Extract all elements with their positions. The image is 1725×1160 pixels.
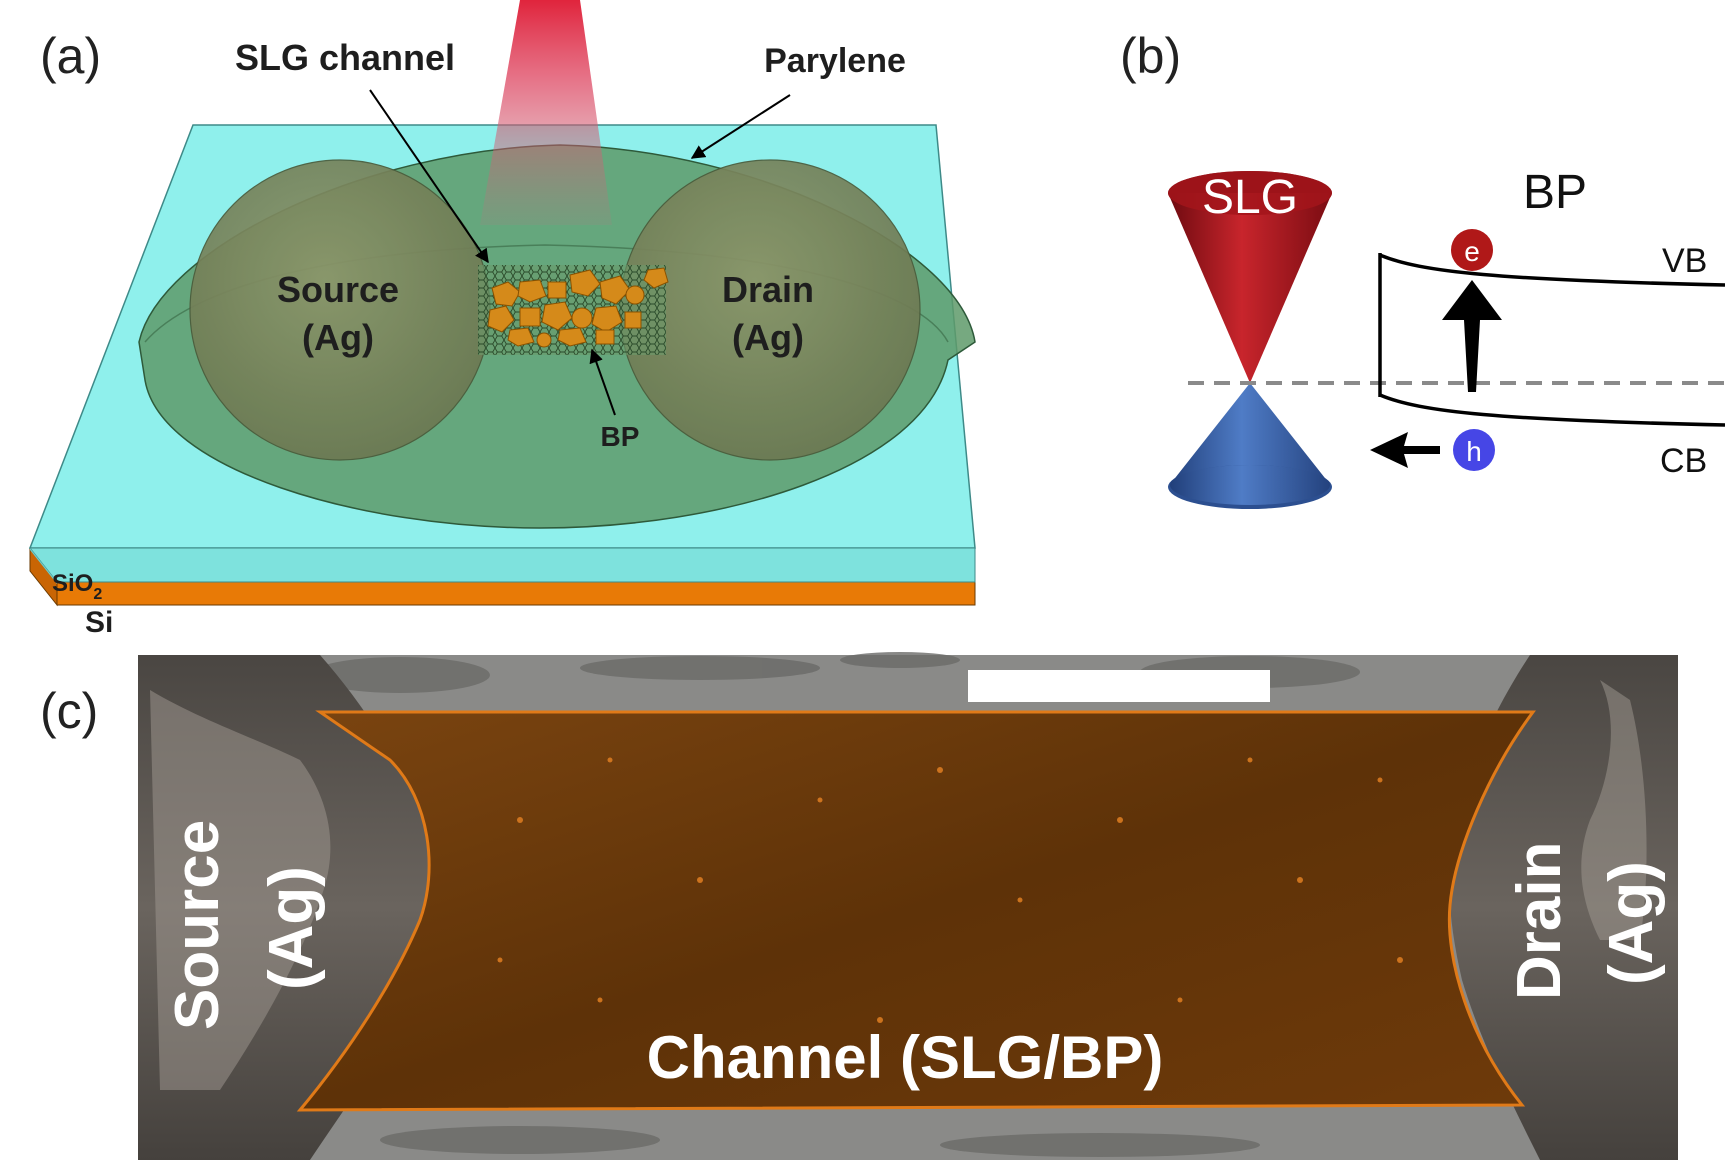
sio2-label: SiO2 — [52, 570, 102, 603]
source-label-line1: Source — [277, 269, 399, 310]
drain-electrode — [1449, 655, 1678, 1160]
laser-beam — [480, 0, 612, 225]
slg-channel-label: SLG channel — [235, 37, 455, 78]
electron-circle — [1451, 229, 1493, 271]
channel-particles — [497, 757, 1403, 1023]
lower-cone — [1168, 383, 1332, 487]
sem-source-label-line1: Source — [163, 820, 232, 1030]
panel-c-letter: (c) — [40, 683, 98, 739]
bp-band-label: BP — [1523, 166, 1587, 219]
lower-cone-highlight — [1170, 465, 1330, 505]
si-front-face — [56, 581, 976, 606]
panel-b-letter: (b) — [1120, 28, 1181, 84]
cb-label: CB — [1660, 442, 1707, 480]
valence-band-edge — [1379, 253, 1725, 287]
channel-region — [296, 710, 1536, 1112]
sem-drain-label-line2: (Ag) — [1597, 861, 1666, 985]
vb-label: VB — [1662, 242, 1707, 280]
panel-a-letter: (a) — [40, 28, 101, 84]
parylene-arrow — [690, 94, 791, 159]
slg-channel-arrow — [369, 89, 489, 264]
sio2-left-edge — [30, 548, 57, 584]
sem-drain-label-line1: Drain — [1505, 842, 1574, 1000]
panel-a: (a) — [28, 0, 976, 639]
drain-electrode-bright — [1581, 680, 1647, 940]
si-label: Si — [85, 606, 113, 639]
sem-channel-label: Channel (SLG/BP) — [647, 1024, 1164, 1091]
slg-label: SLG — [1202, 171, 1298, 224]
bp-flakes — [487, 267, 669, 348]
parylene-label: Parylene — [764, 42, 906, 80]
scale-bar — [968, 670, 1270, 702]
source-contact — [189, 159, 491, 461]
upper-cone — [1168, 193, 1332, 383]
hole-circle — [1453, 429, 1495, 471]
sem-source-label-line2: (Ag) — [257, 866, 326, 990]
upper-cone-top — [1168, 171, 1332, 215]
drain-label-line1: Drain — [722, 269, 814, 310]
conduction-band-edge — [1379, 393, 1725, 427]
hole-transfer-arrow — [1370, 432, 1440, 468]
bp-arrow — [589, 348, 616, 416]
drain-label-line2: (Ag) — [732, 317, 804, 358]
panel-c: (c) — [40, 652, 1678, 1160]
electron-label: e — [1464, 236, 1480, 267]
source-label-line2: (Ag) — [302, 317, 374, 358]
source-electrode-bright — [150, 690, 331, 1090]
bp-label: BP — [601, 421, 640, 452]
sio2-front-edge — [28, 547, 976, 583]
panel-b: (b) SLG BP VB CB e h — [1120, 28, 1725, 509]
hole-label: h — [1466, 436, 1482, 467]
excitation-arrow — [1442, 280, 1502, 392]
